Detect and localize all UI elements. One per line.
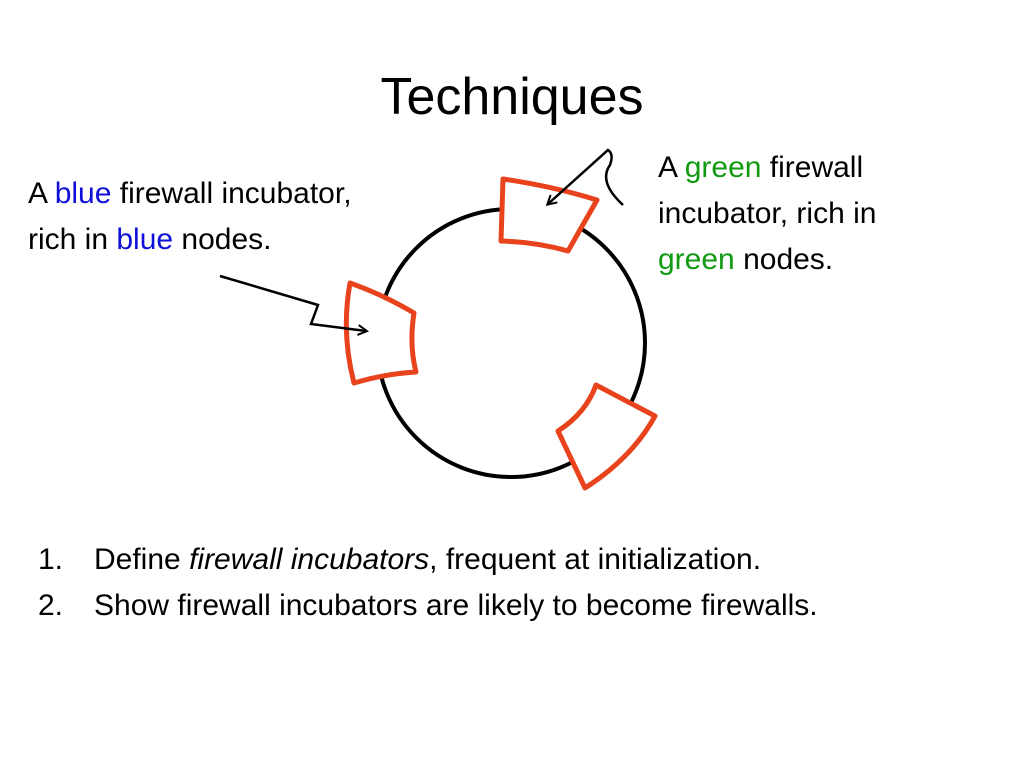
blue-callout-line2-prefix: rich in [28,223,117,256]
slide-title: Techniques [380,68,644,126]
green-callout-line-1: A green firewall [658,145,876,191]
list-number: 2. [38,589,64,622]
green-word-2: green [658,243,735,276]
green-word: green [684,151,762,184]
blue-word: blue [54,177,112,210]
list-item-suffix: , frequent at initialization. [429,543,762,576]
blue-incubator-callout: A blue firewall incubator, rich in blue … [28,171,352,263]
blue-callout-suffix: firewall incubator, [111,177,352,210]
green-callout-suffix: firewall [761,151,864,184]
blue-word-2: blue [116,223,174,256]
incubator-left [343,280,419,386]
technique-list: 1. Define firewall incubators, frequent a… [38,537,818,629]
blue-callout-line-2: rich in blue nodes. [28,217,352,263]
incubator-top [498,176,600,254]
list-item: 2. Show firewall incubators are likely to… [38,583,818,629]
green-callout-prefix: A [658,151,685,184]
list-item-text: Show firewall incubators are likely to b… [94,589,818,622]
list-item-prefix: Define [94,543,190,576]
green-callout-line3-suffix: nodes. [734,243,834,276]
list-number: 1. [38,543,64,576]
green-callout-line-2: incubator, rich in [658,197,877,230]
blue-callout-line2-suffix: nodes. [173,223,272,256]
blue-callout-line-1: A blue firewall incubator, [28,171,352,217]
arrow-to-green-incubator [548,148,624,205]
green-incubator-callout: A green firewall incubator, rich in gree… [658,145,876,283]
incubator-bottom-right [555,382,658,491]
green-callout-line-3: green nodes. [658,237,876,283]
arrow-to-blue-incubator [219,274,366,331]
list-item: 1. Define firewall incubators, frequent a… [38,537,818,583]
list-item-emphasis: firewall incubators [189,543,430,576]
blue-callout-prefix: A [28,177,55,210]
